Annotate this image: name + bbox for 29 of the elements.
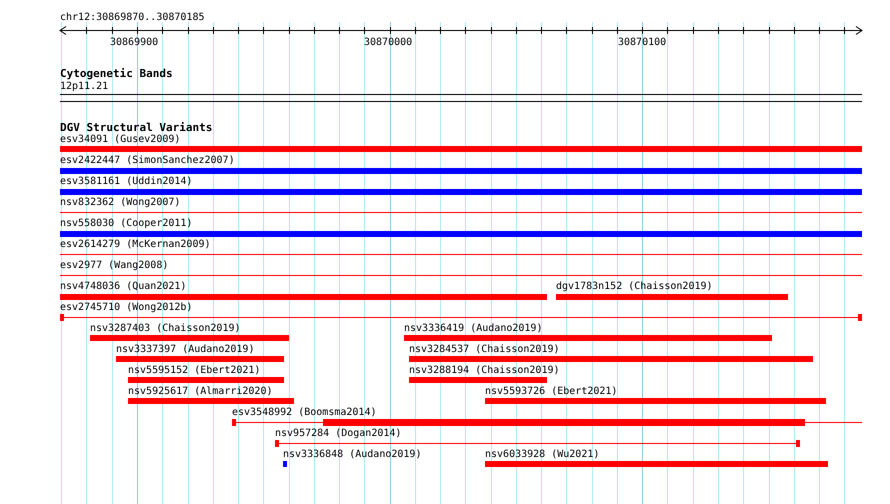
- variant-label: nsv957284 (Dogan2014): [275, 428, 402, 439]
- variant-label: esv2422447 (SimonSanchez2007): [60, 155, 235, 166]
- band-label: 12p11.21: [60, 81, 108, 92]
- variant-label: nsv3284537 (Chaisson2019): [409, 344, 560, 355]
- variant-label: nsv5595152 (Ebert2021): [128, 365, 260, 376]
- variant-label: nsv832362 (Wong2007): [60, 197, 180, 208]
- tick-label: 30870100: [618, 37, 666, 48]
- coordinate-range: chr12:30869870..30870185: [60, 12, 204, 23]
- variant-label: nsv3337397 (Audano2019): [116, 344, 254, 355]
- variant-label: nsv3288194 (Chaisson2019): [409, 365, 560, 376]
- variant-label: nsv3287403 (Chaisson2019): [90, 323, 241, 334]
- variant-label: nsv6033928 (Wu2021): [485, 449, 600, 460]
- variant-label: esv2977 (Wang2008): [60, 260, 168, 271]
- variant-label: nsv5593726 (Ebert2021): [485, 386, 618, 397]
- variant-label: nsv3336419 (Audano2019): [404, 323, 542, 334]
- variant-label: esv2614279 (McKernan2009): [60, 239, 211, 250]
- variant-label: esv2745710 (Wong2012b): [60, 302, 192, 313]
- tick-label: 30869900: [110, 37, 158, 48]
- variant-label: dgv1783n152 (Chaisson2019): [556, 281, 713, 292]
- variant-label: nsv5925617 (Almarri2020): [128, 386, 272, 397]
- variant-label: esv34091 (Gusev2009): [60, 134, 180, 145]
- variant-label: esv3548992 (Boomsma2014): [232, 407, 376, 418]
- variant-label: esv3581161 (Uddin2014): [60, 176, 192, 187]
- tick-label: 30870000: [364, 37, 412, 48]
- variant-label: nsv4748036 (Quan2021): [60, 281, 186, 292]
- variant-label: nsv558030 (Cooper2011): [60, 218, 192, 229]
- track-heading: Cytogenetic Bands: [60, 68, 173, 79]
- track-heading: DGV Structural Variants: [60, 122, 212, 133]
- variant-label: nsv3336848 (Audano2019): [283, 449, 422, 460]
